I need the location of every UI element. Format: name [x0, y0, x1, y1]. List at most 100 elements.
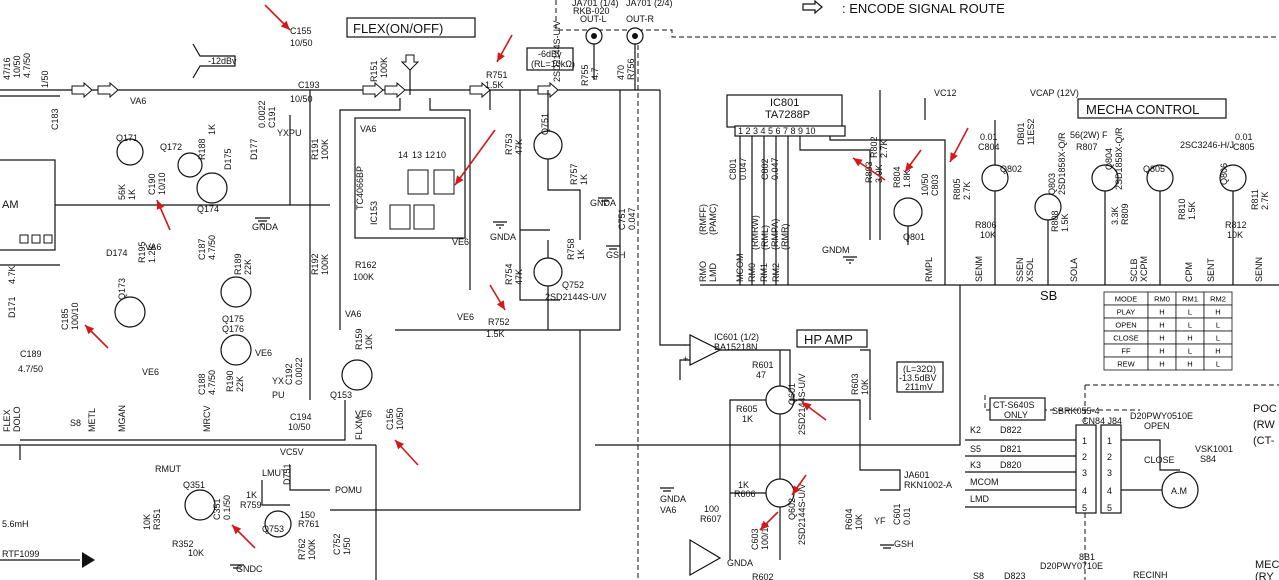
svg-text:13: 13: [412, 150, 422, 160]
svg-text:4.7/50: 4.7/50: [207, 235, 217, 260]
mode-table-value: OPEN: [1115, 321, 1136, 330]
svg-text:MGAN: MGAN: [117, 405, 127, 432]
svg-text:RM0: RM0: [747, 263, 757, 282]
svg-text:C155: C155: [290, 26, 312, 36]
svg-text:R352: R352: [172, 539, 194, 549]
labels-hp-amp: R601 47 Q601 2SD2144S-U/V R605 1K R603 1…: [660, 360, 952, 580]
svg-text:D175: D175: [223, 148, 233, 170]
svg-text:R754: R754: [504, 263, 514, 285]
svg-text:(RMRW): (RMRW): [750, 215, 760, 250]
svg-text:(RML): (RML): [760, 225, 770, 250]
mode-table-value: FF: [1121, 347, 1131, 356]
svg-text:5: 5: [1082, 503, 1087, 513]
svg-text:CLOSE: CLOSE: [1144, 455, 1175, 465]
mode-table-value: L: [1188, 321, 1192, 330]
svg-text:Q171: Q171: [116, 133, 138, 143]
svg-text:Q351: Q351: [183, 480, 205, 490]
svg-text:56K: 56K: [117, 184, 127, 200]
svg-text:0.01: 0.01: [902, 507, 912, 525]
svg-text:47K: 47K: [514, 269, 524, 285]
svg-text:S8: S8: [70, 418, 81, 428]
svg-text:K3: K3: [970, 460, 981, 470]
svg-text:C188: C188: [197, 373, 207, 395]
svg-text:VE6: VE6: [255, 348, 272, 358]
red-arrowhead: [802, 402, 812, 411]
svg-text:Q806: Q806: [1219, 163, 1229, 185]
svg-text:47K: 47K: [514, 139, 524, 155]
svg-text:0.1/50: 0.1/50: [222, 495, 232, 520]
svg-text:10K: 10K: [860, 379, 870, 395]
ic601-opamp: IC601 (1/2) BA15218N - +: [679, 332, 791, 577]
svg-text:C603: C603: [750, 528, 760, 550]
svg-text:YF: YF: [874, 516, 886, 526]
svg-text:0.047: 0.047: [738, 157, 748, 180]
svg-text:VE6: VE6: [457, 312, 474, 322]
header-ry: (RY: [1255, 571, 1274, 580]
svg-text:RECINH: RECINH: [1133, 570, 1168, 580]
svg-text:1K: 1K: [576, 249, 586, 260]
svg-text:DOLO: DOLO: [12, 406, 22, 432]
svg-text:(RMFF): (RMFF): [698, 204, 708, 235]
svg-text:FLXM: FLXM: [354, 416, 364, 440]
svg-text:10K: 10K: [1227, 230, 1243, 240]
svg-text:SBRK055-4: SBRK055-4: [1052, 406, 1100, 416]
connector-area: CT-S640S ONLY SBRK055-4 CN84 J84 D20PWY0…: [965, 397, 1233, 580]
svg-text:GSH: GSH: [894, 539, 914, 549]
svg-text:22K: 22K: [243, 259, 253, 275]
svg-text:OUT-R: OUT-R: [626, 14, 654, 24]
svg-text:R761: R761: [298, 519, 320, 529]
svg-text:(RMR): (RMR): [780, 224, 790, 251]
svg-text:S5: S5: [970, 444, 981, 454]
red-arrowhead: [280, 20, 290, 30]
header-flex: FLEX(ON/OFF): [353, 21, 443, 36]
svg-text:4.7/50: 4.7/50: [22, 53, 32, 78]
wires-main: [0, 60, 1279, 580]
svg-text:3: 3: [1107, 468, 1112, 478]
red-arrowhead: [853, 158, 863, 167]
svg-text:10K: 10K: [980, 230, 996, 240]
mode-table-value: H: [1159, 360, 1164, 369]
svg-text:MRCV: MRCV: [202, 406, 212, 433]
svg-text:C192: C192: [284, 363, 294, 385]
svg-text:4.7/50: 4.7/50: [18, 364, 43, 374]
svg-text:10K: 10K: [364, 334, 374, 350]
db-flag: -12dBv: [192, 43, 237, 79]
svg-text:Q175: Q175: [222, 314, 244, 324]
svg-text:Q803: Q803: [1047, 173, 1057, 195]
red-arrowhead: [156, 200, 165, 210]
red-arrowhead: [950, 152, 958, 162]
svg-text:VE6: VE6: [142, 367, 159, 377]
svg-text:0.0022: 0.0022: [294, 357, 304, 385]
svg-text:OPEN: OPEN: [1144, 421, 1170, 431]
svg-text:1/50: 1/50: [40, 70, 50, 88]
svg-text:Q176: Q176: [222, 324, 244, 334]
mode-table-value: H: [1159, 308, 1164, 317]
svg-text:CPM: CPM: [1184, 262, 1194, 282]
svg-text:4.7: 4.7: [590, 67, 600, 80]
svg-text:10/50: 10/50: [395, 407, 405, 430]
svg-text:4: 4: [1082, 486, 1087, 496]
svg-text:Q601: Q601: [787, 383, 797, 405]
mode-table-value: L: [1216, 360, 1220, 369]
svg-text:K2: K2: [970, 425, 981, 435]
svg-text:5.6mH: 5.6mH: [2, 519, 29, 529]
svg-text:C185: C185: [60, 308, 70, 330]
svg-text:0.0022: 0.0022: [257, 100, 267, 128]
svg-text:10/10: 10/10: [157, 172, 167, 195]
svg-text:10/50: 10/50: [290, 94, 313, 104]
svg-text:GNDC: GNDC: [236, 564, 263, 574]
svg-text:211mV: 211mV: [905, 382, 933, 392]
svg-text:R812: R812: [1225, 220, 1247, 230]
svg-text:1K: 1K: [207, 124, 217, 135]
mode-table-value: H: [1159, 334, 1164, 343]
mode-table-value: L: [1188, 308, 1192, 317]
red-arrowhead: [232, 525, 242, 535]
red-arrowhead: [496, 300, 505, 310]
svg-text:Q172: Q172: [160, 142, 182, 152]
svg-text:R757: R757: [569, 163, 579, 185]
svg-text:C194: C194: [290, 412, 312, 422]
svg-text:R811: R811: [1250, 189, 1260, 210]
red-arrowhead: [792, 485, 801, 495]
mode-table-value: CLOSE: [1113, 334, 1138, 343]
